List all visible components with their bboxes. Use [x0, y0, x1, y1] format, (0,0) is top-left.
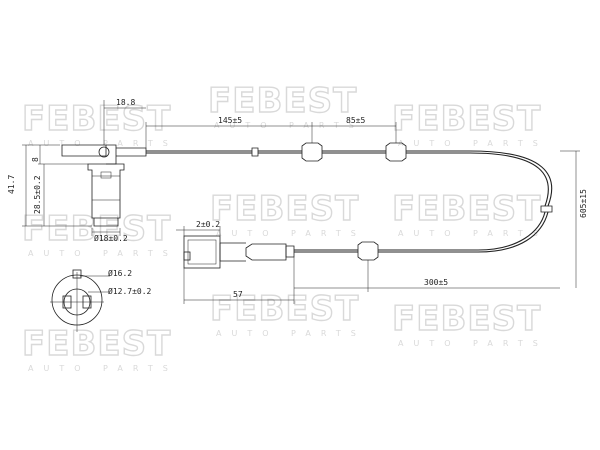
key-tab: [72, 269, 82, 279]
grommet-4: [357, 241, 379, 261]
sensor-end-view: Ø16.2 Ø12.7±0.2: [50, 268, 152, 332]
end-outer-circle: [51, 274, 103, 326]
dim-57: 57: [233, 290, 243, 299]
cable-assembly: 2±0.2 57 300±5 145±5 85±5 605±15: [145, 116, 588, 304]
watermark-brand: FEBEST: [392, 299, 541, 339]
connector-boot-end: [285, 245, 295, 258]
connector-boot: [245, 243, 287, 261]
connector-neck: [219, 242, 246, 262]
dim-85: 85±5: [346, 116, 365, 125]
grommet-2: [301, 142, 323, 162]
pin-right: [82, 295, 92, 309]
watermark-brand: FEBEST: [210, 189, 359, 229]
connector-latch: [183, 251, 191, 261]
watermark-brand: FEBEST: [22, 324, 171, 364]
watermark-sub: AUTO PARTS: [214, 121, 364, 130]
watermark-brand: FEBEST: [22, 99, 171, 139]
sensor-side-view: 41.7 8 28.5±0.2 Ø18±0.2 18.8: [7, 98, 147, 243]
cable-loop-bottom: [477, 211, 549, 253]
watermark-brand: FEBEST: [22, 209, 171, 249]
dim-8: 8: [31, 157, 40, 162]
watermark-group: FEBEST AUTO PARTS FEBEST AUTO PARTS FEBE…: [21, 80, 548, 373]
grommet-3: [385, 142, 407, 162]
cable-loop-top: [469, 152, 549, 207]
dim-28-5: 28.5±0.2: [33, 175, 42, 214]
watermark-sub: AUTO PARTS: [216, 229, 366, 238]
sensor-body: [87, 163, 125, 219]
watermark-sub: AUTO PARTS: [398, 229, 548, 238]
dim-16-2: Ø16.2: [108, 268, 132, 278]
dim-300: 300±5: [424, 278, 448, 287]
watermark-sub: AUTO PARTS: [398, 339, 548, 348]
watermark-brand: FEBEST: [208, 81, 357, 121]
cable-loop-top: [469, 150, 553, 207]
cable-loop-bottom: [477, 211, 546, 251]
sensor-tip: [93, 218, 119, 227]
clip-1: [251, 147, 259, 157]
watermark-brand: FEBEST: [392, 99, 541, 139]
pin-left: [62, 295, 72, 309]
sensor-flange: [61, 144, 107, 157]
connector-inner: [187, 239, 217, 265]
cable-exit: [116, 147, 147, 157]
dim-12-7: Ø12.7±0.2: [108, 286, 152, 296]
watermark-brand: FEBEST: [210, 289, 359, 329]
dim-605: 605±15: [579, 189, 588, 218]
dim-145: 145±5: [218, 116, 242, 125]
watermark-sub: AUTO PARTS: [216, 329, 366, 338]
watermark-brand: FEBEST: [392, 189, 541, 229]
dim-41-7: 41.7: [7, 175, 16, 194]
loop-clip: [540, 205, 553, 213]
bolt-hole: [98, 146, 110, 158]
dim-2: 2±0.2: [196, 220, 220, 229]
watermark-sub: AUTO PARTS: [28, 139, 178, 148]
watermark-sub: AUTO PARTS: [28, 364, 178, 373]
sensor-mark: [100, 171, 112, 179]
dim-18: Ø18±0.2: [94, 233, 128, 243]
dim-18-8: 18.8: [116, 98, 135, 107]
watermark-sub: AUTO PARTS: [28, 249, 178, 258]
watermark-sub: AUTO PARTS: [398, 139, 548, 148]
